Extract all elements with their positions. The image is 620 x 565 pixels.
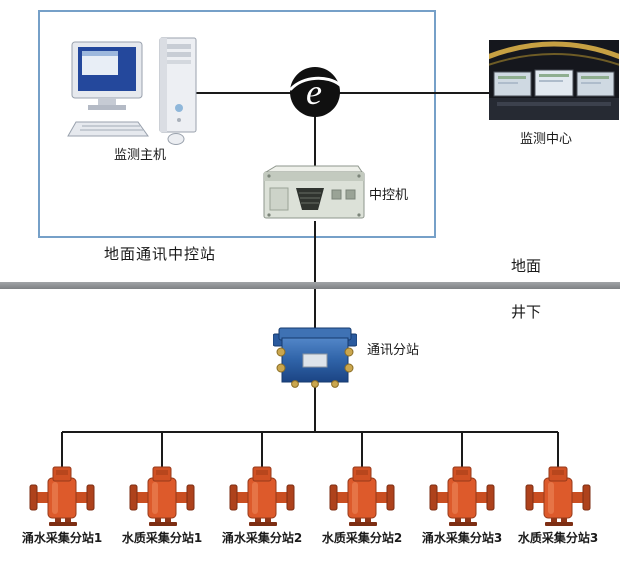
device-node-1 [29, 466, 95, 528]
device-label-2: 水质采集分站1 [121, 531, 203, 545]
underground-label: 井下 [511, 303, 542, 321]
collector-device-icon [329, 466, 395, 528]
device-label-6: 水质采集分站3 [517, 531, 599, 545]
device-node-2 [129, 466, 195, 528]
internet-icon: e [288, 65, 342, 119]
svg-text:e: e [306, 72, 322, 112]
surface-station-group-label: 地面通讯中控站 [104, 245, 217, 263]
monitoring-center-label: 监测中心 [519, 132, 572, 147]
device-node-4 [329, 466, 395, 528]
collector-device-icon [229, 466, 295, 528]
internet-e-glyph: e [289, 67, 342, 117]
surface-station-group-box [38, 10, 436, 238]
collector-device-icon [29, 466, 95, 528]
substation-icon [272, 327, 358, 388]
control-room-image [484, 40, 620, 120]
monitoring-host-label: 监测主机 [113, 148, 166, 163]
device-node-6 [525, 466, 591, 528]
collector-device-icon [429, 466, 495, 528]
monitoring-center-photo [484, 40, 620, 120]
computer-icon [67, 37, 197, 145]
device-node-5 [429, 466, 495, 528]
monitoring-host-node [64, 30, 202, 146]
device-label-4: 水质采集分站2 [321, 531, 403, 545]
central-control-machine-label: 中控机 [369, 188, 409, 203]
collector-device-icon [129, 466, 195, 528]
communication-substation-label: 通讯分站 [367, 343, 420, 358]
device-label-3: 涌水采集分站2 [221, 531, 303, 545]
ground-divider [0, 282, 620, 289]
surface-label: 地面 [511, 257, 542, 275]
device-node-3 [229, 466, 295, 528]
collector-device-icon [525, 466, 591, 528]
communication-substation-node [272, 326, 358, 390]
server-icon [263, 165, 365, 219]
device-label-5: 涌水采集分站3 [421, 531, 503, 545]
central-control-machine-node [262, 164, 366, 222]
device-label-1: 涌水采集分站1 [21, 531, 103, 545]
